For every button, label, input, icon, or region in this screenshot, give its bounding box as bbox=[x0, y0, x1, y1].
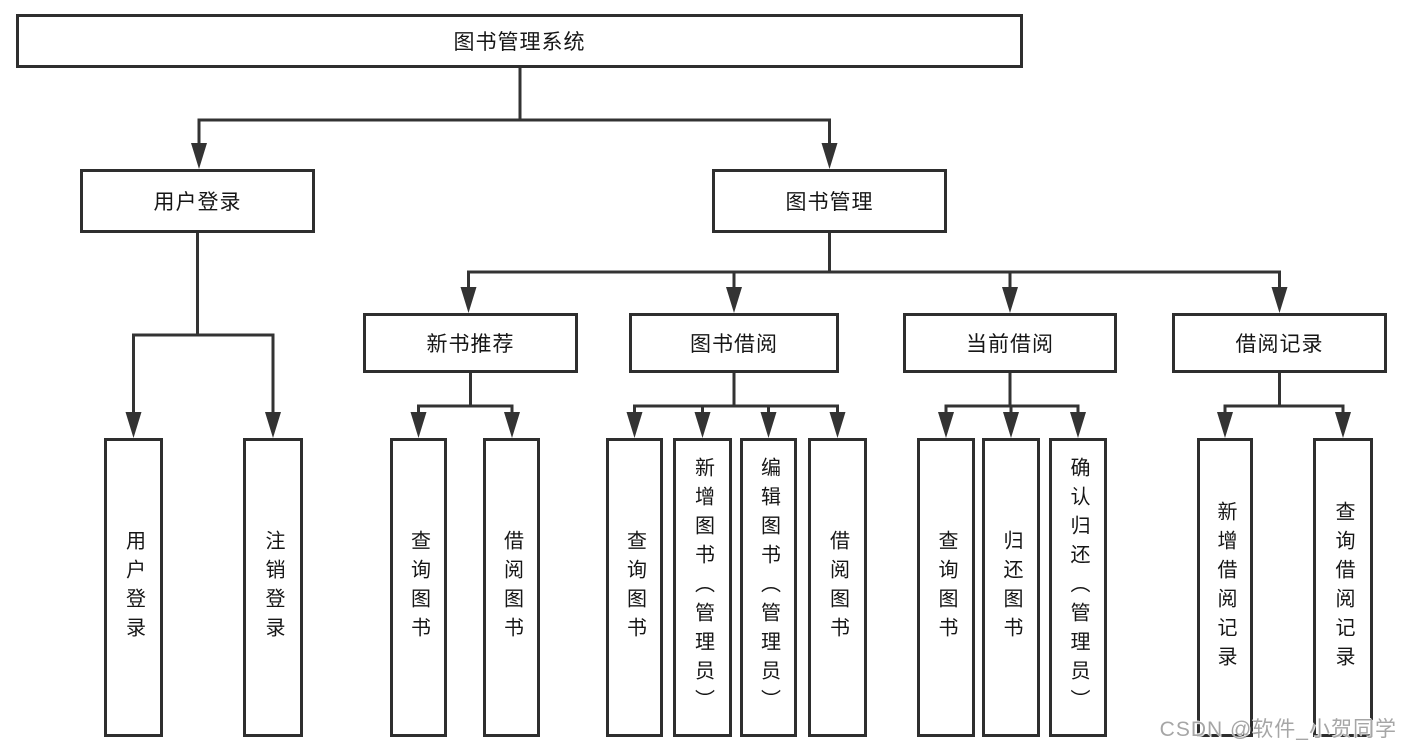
leaf-user-login: 用户登录 bbox=[104, 438, 163, 737]
leaf-query-books-borrowing: 查询图书 bbox=[606, 438, 663, 737]
leaf-confirm-return-admin: 确认归还（管理员） bbox=[1049, 438, 1107, 737]
arrowhead-icons bbox=[125, 143, 1351, 438]
leaf-logout: 注销登录 bbox=[243, 438, 303, 737]
csdn-watermark: CSDN @软件_小贺同学 bbox=[1159, 718, 1397, 741]
node-book-management: 图书管理 bbox=[712, 169, 947, 233]
node-current-borrowing: 当前借阅 bbox=[903, 313, 1117, 373]
leaf-query-borrow-record: 查询借阅记录 bbox=[1313, 438, 1373, 737]
node-user-login: 用户登录 bbox=[80, 169, 315, 233]
leaf-query-books-current: 查询图书 bbox=[917, 438, 975, 737]
leaf-edit-book-admin: 编辑图书（管理员） bbox=[740, 438, 797, 737]
leaf-query-books-recommend: 查询图书 bbox=[390, 438, 447, 737]
node-borrowing-records: 借阅记录 bbox=[1172, 313, 1387, 373]
leaf-return-book: 归还图书 bbox=[982, 438, 1040, 737]
leaf-borrow-books-recommend: 借阅图书 bbox=[483, 438, 540, 737]
leaf-add-borrow-record: 新增借阅记录 bbox=[1197, 438, 1253, 737]
leaf-borrow-books-borrowing: 借阅图书 bbox=[808, 438, 867, 737]
node-book-borrowing: 图书借阅 bbox=[629, 313, 839, 373]
leaf-add-book-admin: 新增图书（管理员） bbox=[673, 438, 732, 737]
node-new-book-recommend: 新书推荐 bbox=[363, 313, 578, 373]
node-library-system: 图书管理系统 bbox=[16, 14, 1023, 68]
